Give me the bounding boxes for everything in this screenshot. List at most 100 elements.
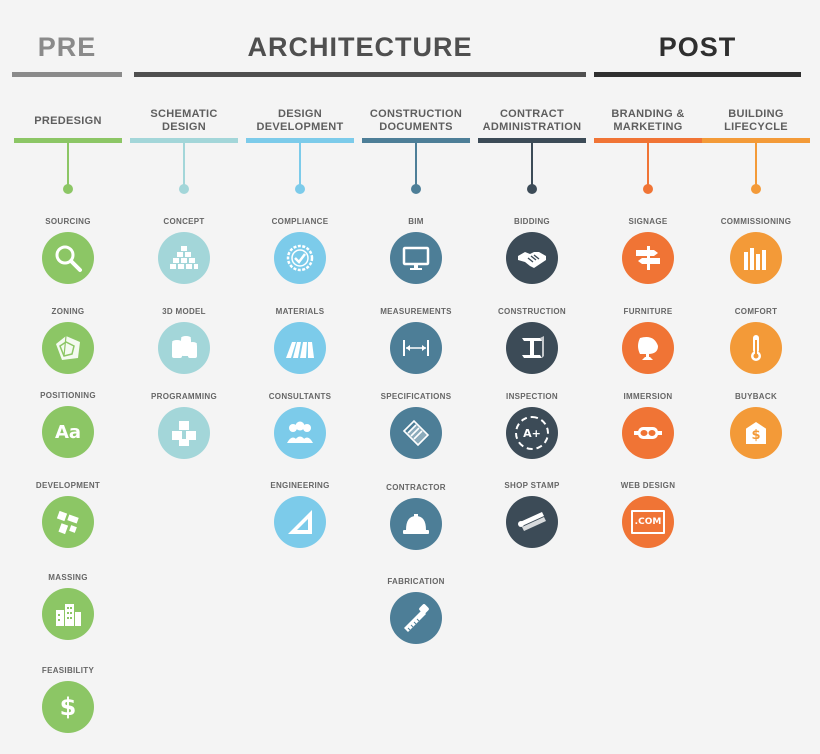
column-title: CONSTRUCTION DOCUMENTS xyxy=(369,108,463,133)
item-massing: MASSING xyxy=(14,572,122,640)
column-design-development: DESIGN DEVELOPMENT COMPLIANCE MATERIALS CON… xyxy=(246,104,354,744)
item-signage: SIGNAGE xyxy=(594,216,702,284)
item-label: SPECIFICATIONS xyxy=(380,392,452,401)
item-label: CONTRACTOR xyxy=(386,483,446,492)
item-programming: PROGRAMMING xyxy=(130,391,238,459)
column-bar xyxy=(702,138,810,143)
item-furniture: FURNITURE xyxy=(594,306,702,374)
phase-bar-pre xyxy=(12,72,122,77)
column-node-dot xyxy=(411,184,421,194)
pyramid-blocks-icon xyxy=(158,232,210,284)
item-bim: BIM xyxy=(362,216,470,284)
dimension-icon xyxy=(390,322,442,374)
item-label: ZONING xyxy=(51,307,85,316)
item-label: IMMERSION xyxy=(623,392,673,401)
rolled-plans-icon xyxy=(506,496,558,548)
column-title: SCHEMATIC DESIGN xyxy=(150,108,218,133)
thermometer-icon xyxy=(730,322,782,374)
column-title: PREDESIGN xyxy=(34,114,102,127)
item-label: COMPLIANCE xyxy=(271,217,329,226)
hard-hat-icon xyxy=(390,498,442,550)
item-feasibility: FEASIBILITY $ xyxy=(14,665,122,733)
column-node-dot xyxy=(527,184,537,194)
column-bar xyxy=(478,138,586,143)
dollar-icon: $ xyxy=(42,681,94,733)
vr-headset-icon xyxy=(622,407,674,459)
item-development: DEVELOPMENT xyxy=(14,480,122,548)
column-connector xyxy=(67,143,69,186)
column-node-dot xyxy=(643,184,653,194)
item-comfort: COMFORT xyxy=(702,306,810,374)
icon-glyph: .COM xyxy=(634,517,662,527)
column-node-dot xyxy=(63,184,73,194)
item-label: INSPECTION xyxy=(506,392,558,401)
phase-title-architecture: ARCHITECTURE xyxy=(247,32,473,62)
phase-title-pre: PRE xyxy=(37,32,97,62)
item-label: WEB DESIGN xyxy=(620,481,676,490)
item-label: COMMISSIONING xyxy=(720,217,792,226)
item-label: BUYBACK xyxy=(734,392,778,401)
phase-bar-post xyxy=(594,72,801,77)
saw-icon xyxy=(390,592,442,644)
column-connector xyxy=(531,143,533,186)
icon-glyph: A+ xyxy=(523,426,541,440)
item-label: PROGRAMMING xyxy=(151,392,217,401)
item-3d-model: 3D MODEL xyxy=(130,306,238,374)
item-label: BIM xyxy=(408,217,424,226)
item-buyback: BUYBACK $ xyxy=(702,391,810,459)
icon-glyph: $ xyxy=(751,427,761,443)
item-label: CONSULTANTS xyxy=(268,392,332,401)
column-node-dot xyxy=(751,184,761,194)
column-title: DESIGN DEVELOPMENT xyxy=(256,108,344,133)
item-bidding: BIDDING xyxy=(478,216,586,284)
cylinders-icon xyxy=(158,322,210,374)
item-fabrication: FABRICATION xyxy=(362,576,470,644)
item-label: SHOP STAMP xyxy=(504,481,560,490)
column-bar xyxy=(594,138,702,143)
document-stack-icon xyxy=(390,407,442,459)
egg-chair-icon xyxy=(622,322,674,374)
phase-title-post: POST xyxy=(658,32,737,62)
item-label: MATERIALS xyxy=(275,307,325,316)
i-beam-icon xyxy=(506,322,558,374)
price-tag-icon: $ xyxy=(730,407,782,459)
item-label: MEASUREMENTS xyxy=(380,307,452,316)
item-compliance: COMPLIANCE xyxy=(246,216,354,284)
item-label: CONSTRUCTION xyxy=(497,307,567,316)
item-label: SOURCING xyxy=(45,217,91,226)
column-bar xyxy=(362,138,470,143)
phase-bar-architecture xyxy=(134,72,586,77)
item-concept: CONCEPT xyxy=(130,216,238,284)
item-label: CONCEPT xyxy=(163,217,205,226)
item-consultants: CONSULTANTS xyxy=(246,391,354,459)
set-square-icon xyxy=(274,496,326,548)
web-screen-icon: .COM xyxy=(622,496,674,548)
column-construction-documents: CONSTRUCTION DOCUMENTS BIM MEASUREMENTS SPE… xyxy=(362,104,470,744)
item-label: FURNITURE xyxy=(623,307,673,316)
people-icon xyxy=(274,407,326,459)
site-plan-icon xyxy=(42,496,94,548)
item-construction: CONSTRUCTION xyxy=(478,306,586,374)
item-label: FEASIBILITY xyxy=(41,666,95,675)
item-web-design: WEB DESIGN .COM xyxy=(594,480,702,548)
item-label: FABRICATION xyxy=(387,577,445,586)
item-label: SIGNAGE xyxy=(628,217,668,226)
column-connector xyxy=(755,143,757,186)
column-connector xyxy=(299,143,301,186)
column-bar xyxy=(246,138,354,143)
item-label: ENGINEERING xyxy=(270,481,330,490)
column-connector xyxy=(415,143,417,186)
item-sourcing: SOURCING xyxy=(14,216,122,284)
item-shop-stamp: SHOP STAMP xyxy=(478,480,586,548)
icon-glyph: $ xyxy=(59,693,77,721)
magnifier-icon xyxy=(42,232,94,284)
item-label: MASSING xyxy=(48,573,88,582)
grade-badge-icon: A+ xyxy=(506,407,558,459)
item-specifications: SPECIFICATIONS xyxy=(362,391,470,459)
item-commissioning: COMMISSIONING xyxy=(702,216,810,284)
column-bar xyxy=(14,138,122,143)
buildings-icon xyxy=(42,588,94,640)
